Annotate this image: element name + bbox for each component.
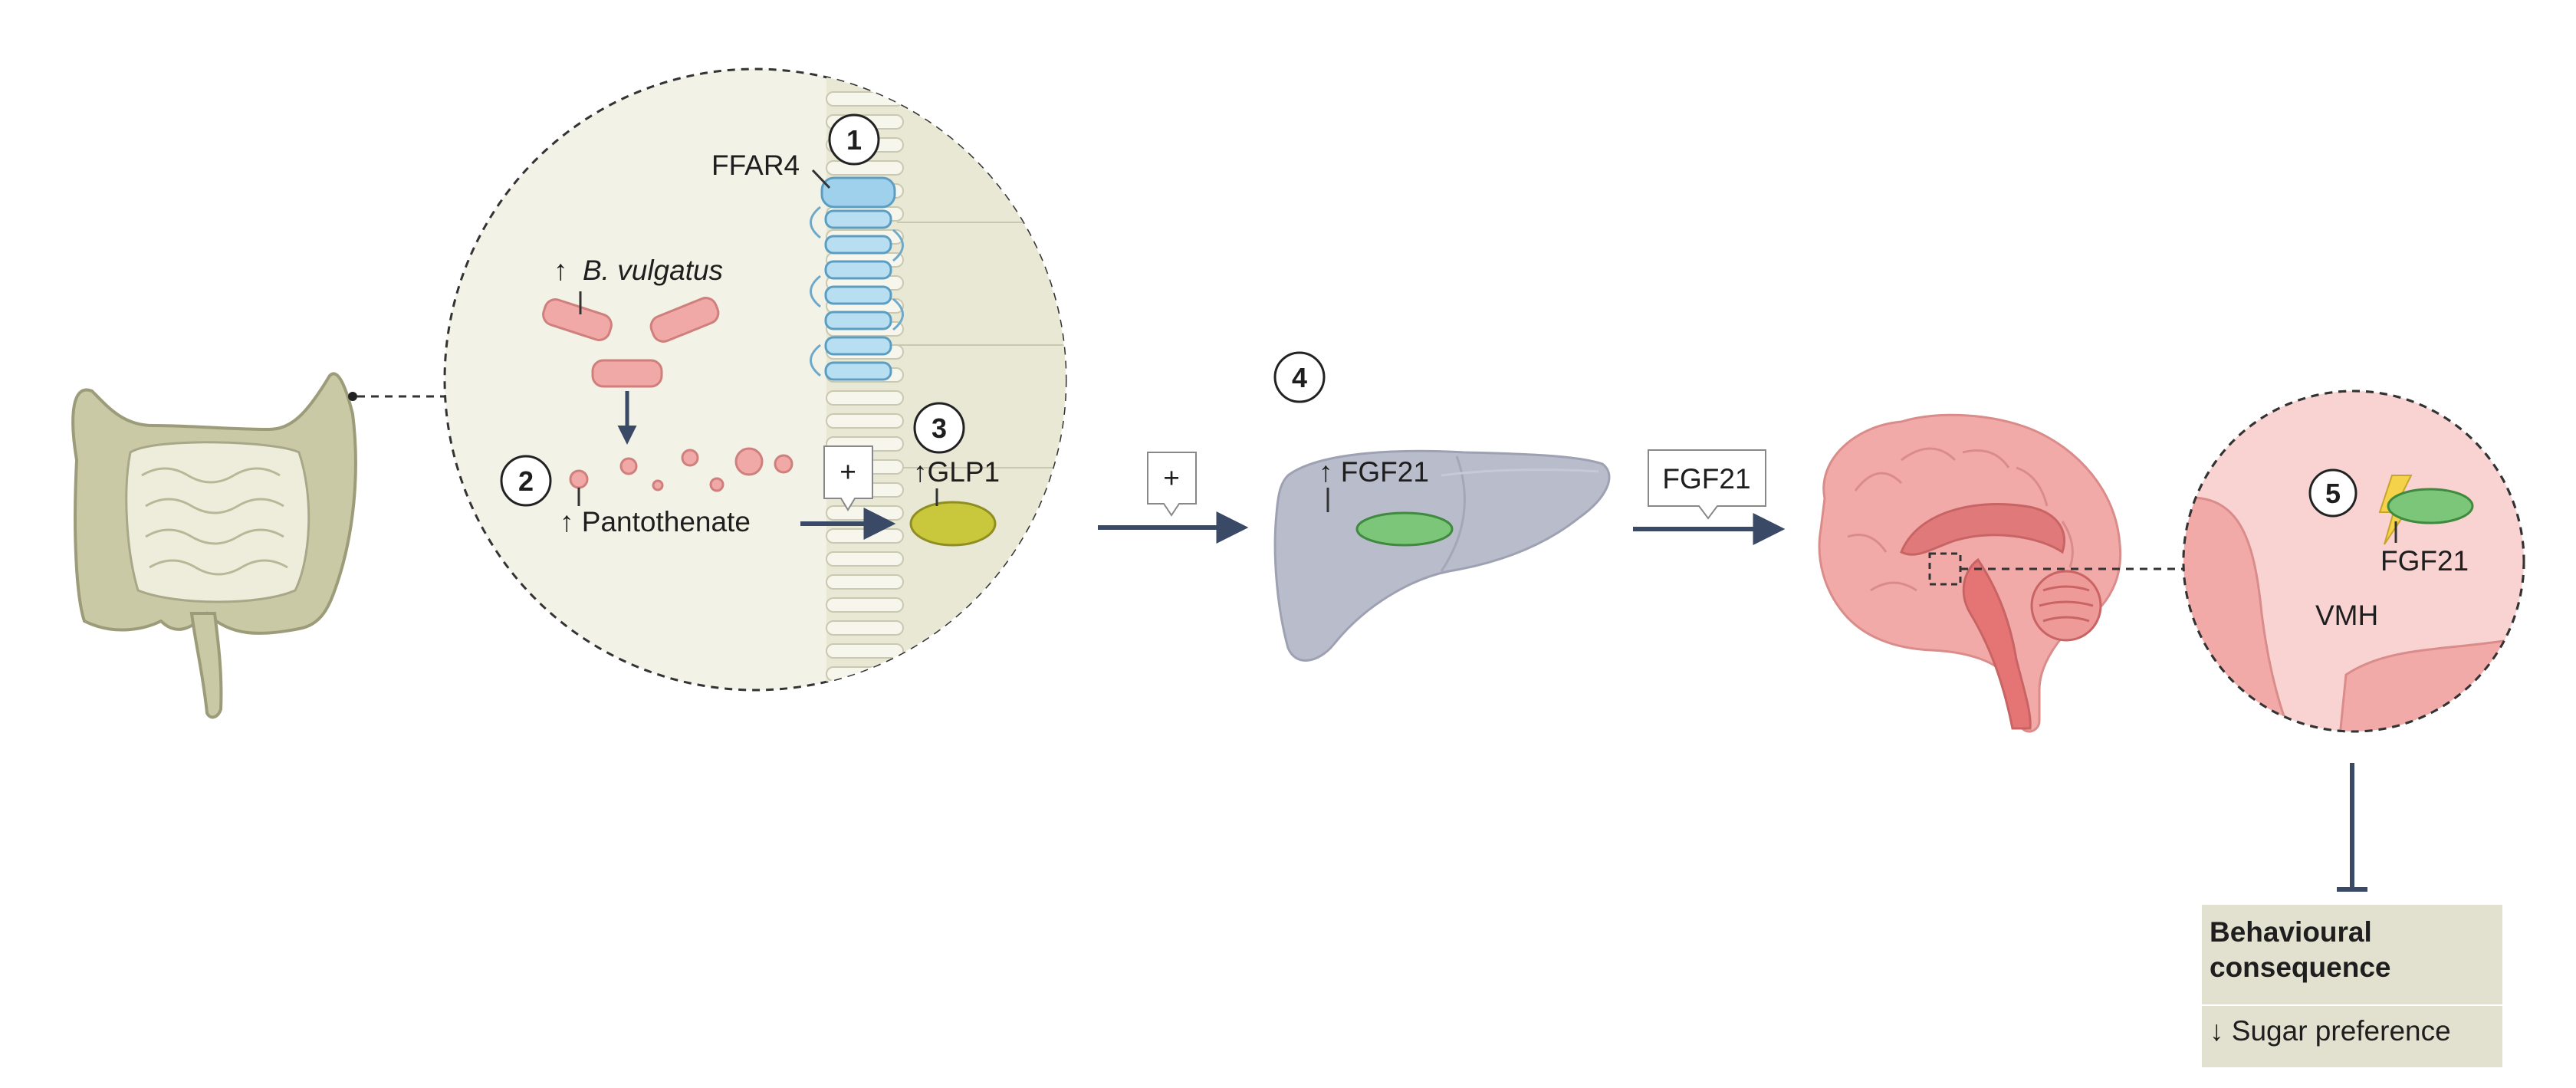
plus-label-1: + <box>840 456 856 488</box>
ffar4-receptor <box>810 176 904 381</box>
plus-label-2: + <box>1163 462 1180 494</box>
b-vulgatus-label: B. vulgatus <box>583 255 723 286</box>
step-2-badge: 2 <box>500 455 552 507</box>
glp1-label: ↑GLP1 <box>913 456 1000 488</box>
behaviour-box: Behavioural consequence ↓ Sugar preferen… <box>2202 905 2502 1067</box>
svg-text:2: 2 <box>518 465 534 497</box>
plus-callout-2: + <box>1147 452 1197 517</box>
sugar-preference-label: ↓ Sugar preference <box>2210 1015 2451 1047</box>
svg-text:1: 1 <box>846 124 862 156</box>
behaviour-title-line2: consequence <box>2210 952 2390 983</box>
step-4-badge: 4 <box>1273 351 1326 403</box>
step-5-badge: 5 <box>2308 468 2358 518</box>
svg-text:3: 3 <box>932 413 947 444</box>
pantothenate-molecules <box>569 447 794 492</box>
gut-lumen-circle: + ↑ B. vulgatus ↑ Pantothenate FFAR4 ↑GL… <box>443 67 1067 692</box>
liver-fgf21-label: ↑ FGF21 <box>1319 456 1429 488</box>
step-1-badge: 1 <box>828 113 880 166</box>
pantothenate-label: ↑ Pantothenate <box>560 506 751 537</box>
b-vulgatus-arrow: ↑ <box>554 255 568 286</box>
vmh-circle <box>2182 390 2525 733</box>
vmh-label: VMH <box>2315 600 2378 631</box>
svg-text:4: 4 <box>1292 362 1307 393</box>
glp1-cell <box>909 501 997 547</box>
b-vulgatus-bacteria <box>542 297 720 388</box>
fgf21-arrow-label: FGF21 <box>1662 463 1750 495</box>
fgf21-vmh-cell <box>2387 488 2474 524</box>
fgf21-liver-cell <box>1355 511 1454 547</box>
intestine-illustration <box>71 372 357 719</box>
fgf21-callout: FGF21 <box>1648 449 1766 520</box>
brain-illustration <box>1818 413 2122 733</box>
vmh-fgf21-label: FGF21 <box>2380 545 2469 577</box>
liver-illustration <box>1273 449 1611 662</box>
behaviour-title-line1: Behavioural <box>2210 916 2372 948</box>
svg-text:5: 5 <box>2325 478 2341 509</box>
step-3-badge: 3 <box>913 402 965 454</box>
plus-callout-1: + <box>823 445 873 511</box>
ffar4-label: FFAR4 <box>711 150 800 181</box>
